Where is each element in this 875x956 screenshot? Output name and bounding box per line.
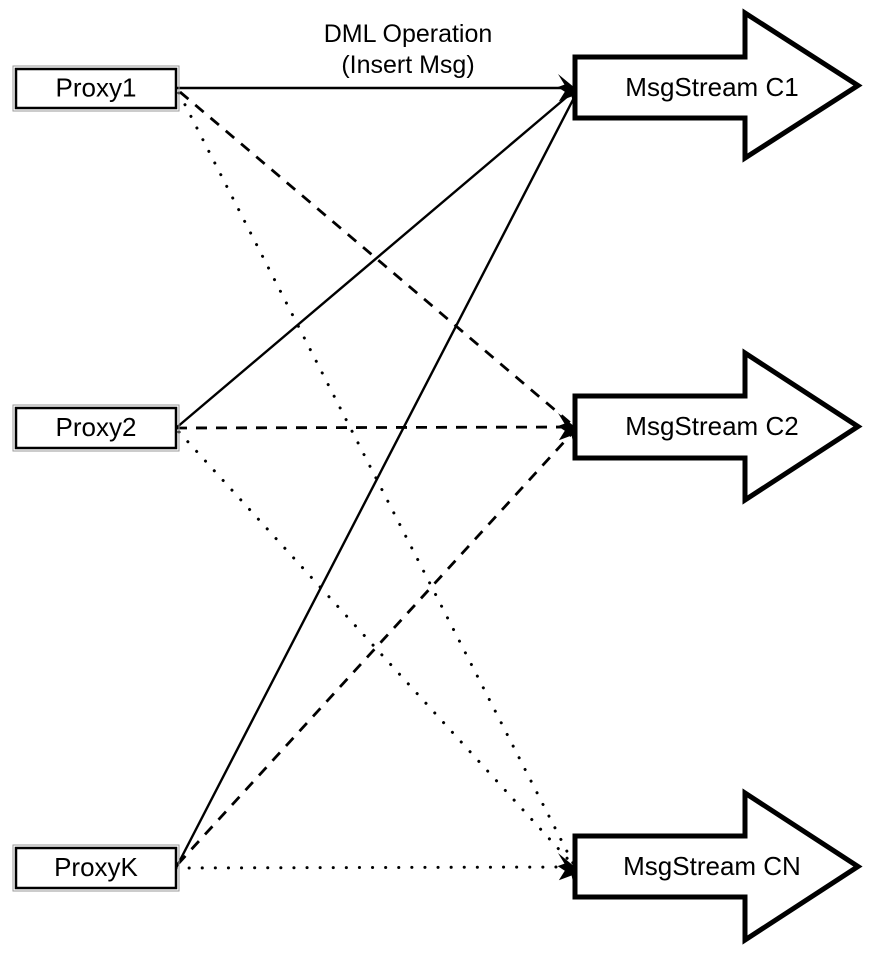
stream-c2-label: MsgStream C2 [625,411,798,441]
proxyk-label: ProxyK [54,852,138,882]
proxy2-box[interactable] [14,406,178,450]
link-proxy2-to-stream-c2 [175,425,576,430]
node-proxy2[interactable]: Proxy2 [12,404,180,452]
edge-label-dml-operation: DML Operation (Insert Msg) [324,20,493,79]
stream-cn-label: MsgStream CN [623,851,801,881]
stream-c2-arrow-shape[interactable] [572,348,863,505]
link-proxy2-to-stream-cn [177,430,577,869]
link-proxyk-to-stream-c2 [176,429,577,865]
link-proxyk-to-stream-c1 [174,91,579,869]
stream-group: MsgStream C1 MsgStream C2 MsgStream CN [572,8,863,945]
arrowhead-group [557,74,575,884]
stream-c1-arrow-shape[interactable] [572,8,863,163]
link-proxy1-to-stream-c2 [179,90,576,429]
link-proxyk-to-stream-cn [174,865,577,870]
node-stream-cn[interactable]: MsgStream CN [572,788,863,945]
link-group [174,86,579,870]
arrowhead-icon-stream-c2 [557,413,575,444]
proxy1-box[interactable] [14,67,178,110]
edge-label-line1: DML Operation [324,20,493,48]
proxy-group: Proxy1 Proxy2 ProxyK [12,65,180,892]
link-proxy2-to-stream-c1 [175,89,576,429]
node-proxyk[interactable]: ProxyK [12,844,180,892]
proxyk-box[interactable] [14,846,178,890]
node-stream-c1[interactable]: MsgStream C1 [572,8,863,163]
proxy1-label: Proxy1 [56,72,137,102]
edge-label-line2: (Insert Msg) [341,51,474,79]
stream-c1-label: MsgStream C1 [625,72,798,102]
proxyk-box-outline [12,844,180,892]
arrowhead-icon-stream-c1 [557,74,575,105]
link-proxy1-to-stream-cn [177,91,577,869]
arrowhead-icon-stream-cn [557,853,575,884]
proxy2-label: Proxy2 [56,412,137,442]
node-stream-c2[interactable]: MsgStream C2 [572,348,863,505]
proxy2-box-outline [12,404,180,452]
stream-cn-arrow-shape[interactable] [572,788,863,945]
proxy1-box-outline [12,65,180,112]
node-proxy1[interactable]: Proxy1 [12,65,180,112]
